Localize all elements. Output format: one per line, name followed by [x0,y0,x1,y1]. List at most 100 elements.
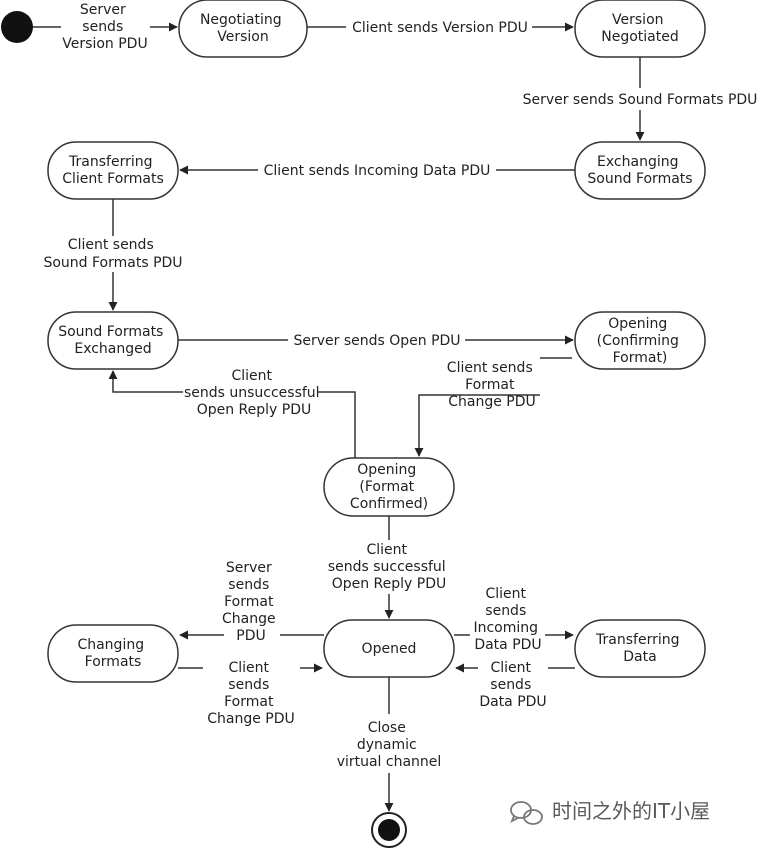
label-opened-to-end: Close dynamic virtual channel [337,720,442,770]
final-state [371,812,407,848]
state-label-line: Version [612,12,663,28]
label-line: Change PDU [448,394,536,410]
state-negotiating-version: Negotiating Version [178,0,308,58]
state-label-line: Format) [613,350,668,366]
state-label-line: Exchanging [597,154,678,170]
state-transferring-client-formats: Transferring Client Formats [47,141,179,200]
state-label-line: Exchanged [74,341,151,357]
label-line: Client [367,542,408,558]
label-line: Incoming [473,620,538,636]
label-line: Client [229,660,270,676]
state-label-line: Negotiated [601,29,679,45]
label-line: Close [368,720,406,736]
label-line: Sound Formats PDU [43,255,182,271]
label-exchanged-to-opening: Server sends Open PDU [293,333,460,349]
state-label-line: Transferring [595,632,679,648]
label-line: Client sends [447,360,533,376]
svg-text:Negotiating Version: Negotiating Version [200,12,286,45]
state-label-line: Sound Formats [58,324,163,340]
label-opening-to-confirmed: Client sends Format Change PDU [447,360,537,410]
label-line: sends [228,677,269,693]
svg-text:Sound Formats Exchanged: Sound Formats Exchanged [58,324,168,357]
label-transferring-data-to-opened: Client sends Data PDU [479,660,546,710]
state-sound-formats-exchanged: Sound Formats Exchanged [47,311,179,370]
state-transferring-data: Transferring Data [574,619,706,678]
label-opened-to-transferring-data: Client sends Incoming Data PDU [473,586,542,653]
state-label-line: Client Formats [62,171,164,187]
svg-text:Exchanging Sound Formats: Exchanging Sound Formats [587,154,692,187]
initial-state [1,11,33,43]
label-line: Server [226,560,272,576]
label-line: sends [228,577,269,593]
state-exchanging-sound-formats: Exchanging Sound Formats [574,141,706,200]
state-label-line: Negotiating [200,12,282,28]
label-line: Format [465,377,515,393]
state-opening-format-confirmed: Opening (Format Confirmed) [323,457,455,517]
watermark-text: 时间之外的IT小屋 [552,799,710,823]
label-negotiating-to-negotiated: Client sends Version PDU [352,20,528,36]
label-line: sends successful [328,559,446,575]
svg-text:Transferring Data: Transferring Data [595,632,684,665]
label-line: Change [222,611,276,627]
label-transferring-to-exchanged: Client sends Sound Formats PDU [43,237,182,271]
state-label-line: Sound Formats [587,171,692,187]
label-line: Client [486,586,527,602]
label-line: PDU [236,628,265,644]
state-changing-formats: Changing Formats [47,624,179,683]
state-label-line: Version [217,29,268,45]
label-negotiated-to-exchanging: Server sends Sound Formats PDU [523,92,758,108]
svg-text:Opening (Confirming: Opening (Confirming Format) [597,316,684,366]
label-changing-to-opened: Client sends Format Change PDU [207,660,295,727]
state-label-line: Confirmed) [350,496,428,512]
svg-text:Version Negotiated: Version Negotiated [601,12,679,45]
label-line: Client sends Incoming Data PDU [264,163,491,179]
svg-text:Changing Formats: Changing Formats [77,637,148,670]
label-line: Server sends Open PDU [293,333,460,349]
label-line: Client [491,660,532,676]
edge-confirmed-to-exchanged [113,371,356,458]
label-confirmed-to-opened: Client sends successful Open Reply PDU [328,542,450,592]
svg-text:Transferring Client Form: Transferring Client Formats [62,154,164,187]
label-line: Server sends Sound Formats PDU [523,92,758,108]
label-line: dynamic [357,737,417,753]
state-label-line: (Confirming [597,333,679,349]
label-line: Change PDU [207,711,295,727]
label-line: Data PDU [474,637,541,653]
state-opening-confirming-format: Opening (Confirming Format) [574,311,706,370]
state-label-line: Data [623,649,656,665]
state-opened: Opened [323,619,455,678]
label-line: sends unsuccessful [184,385,320,401]
edge-opening-to-confirmed [419,357,572,456]
label-line: Format [224,694,274,710]
label-line: Open Reply PDU [197,402,312,418]
state-label-line: Formats [85,654,142,670]
state-label-line: (Format [359,479,414,495]
svg-text:Opening (Format Co: Opening (Format Confirmed) [350,462,428,512]
label-line: Format [224,594,274,610]
state-label-line: Opened [362,641,417,657]
label-start-to-negotiating: Server sends Version PDU [62,2,147,52]
state-version-negotiated: Version Negotiated [574,0,706,58]
watermark: 时间之外的IT小屋 [510,799,710,825]
label-line: sends [485,603,526,619]
label-line: Server [80,2,126,18]
label-confirmed-to-exchanged: Client sends unsuccessful Open Reply PDU [184,368,324,418]
label-line: sends [490,677,531,693]
wechat-icon [510,801,543,825]
label-line: Client sends [68,237,154,253]
state-label-line: Transferring [68,154,152,170]
label-exchanging-to-transferring: Client sends Incoming Data PDU [264,163,491,179]
label-line: virtual channel [337,754,442,770]
label-line: Data PDU [479,694,546,710]
svg-text:Opened: Opened [362,641,417,657]
state-label-line: Opening [608,316,667,332]
state-label-line: Opening [357,462,416,478]
label-line: Version PDU [62,36,147,52]
label-opened-to-changing: Server sends Format Change PDU [222,560,280,644]
label-line: Client sends Version PDU [352,20,528,36]
state-label-line: Changing [77,637,144,653]
label-line: Open Reply PDU [332,576,447,592]
label-line: Client [232,368,273,384]
label-line: sends [82,19,123,35]
